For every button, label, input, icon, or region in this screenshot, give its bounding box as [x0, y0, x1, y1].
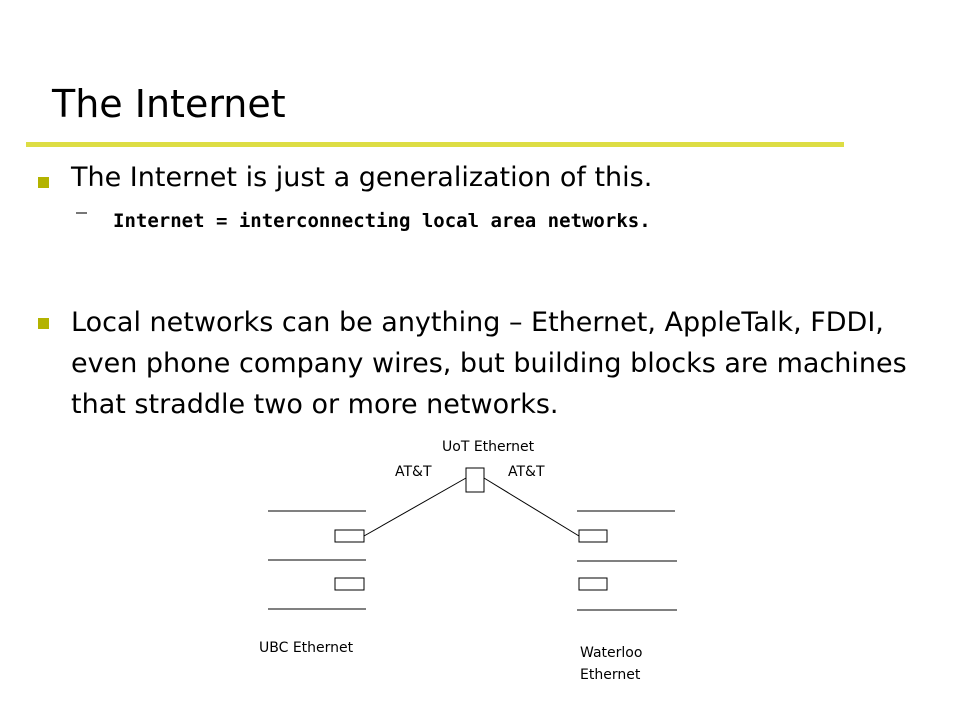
- att-label-left: AT&T: [395, 464, 432, 480]
- slide-title: The Internet: [52, 82, 286, 126]
- att-link-right: [483, 477, 580, 537]
- ubc-host-1: [334, 529, 365, 543]
- waterloo-ethernet-label: Waterloo Ethernet: [580, 645, 643, 683]
- title-underline: [26, 142, 844, 147]
- att-link-left: [363, 477, 467, 537]
- bullet-text-2: Local networks can be anything – Etherne…: [71, 307, 907, 420]
- att-label-right: AT&T: [508, 464, 545, 480]
- waterloo-host-1: [578, 529, 608, 543]
- bullet-marker-1: [38, 177, 49, 188]
- uot-ethernet-label: UoT Ethernet: [442, 439, 535, 455]
- ubc-host-2: [334, 577, 365, 591]
- waterloo-host-2: [578, 577, 608, 591]
- ubc-ethernet-label: UBC Ethernet: [259, 640, 354, 656]
- bullet-marker-2: [38, 318, 49, 329]
- bullet-text-1: The Internet is just a generalization of…: [71, 162, 653, 193]
- sub-bullet-dash: [76, 212, 87, 214]
- uot-router: [465, 467, 485, 493]
- sub-bullet-text: Internet = interconnecting local area ne…: [113, 210, 651, 232]
